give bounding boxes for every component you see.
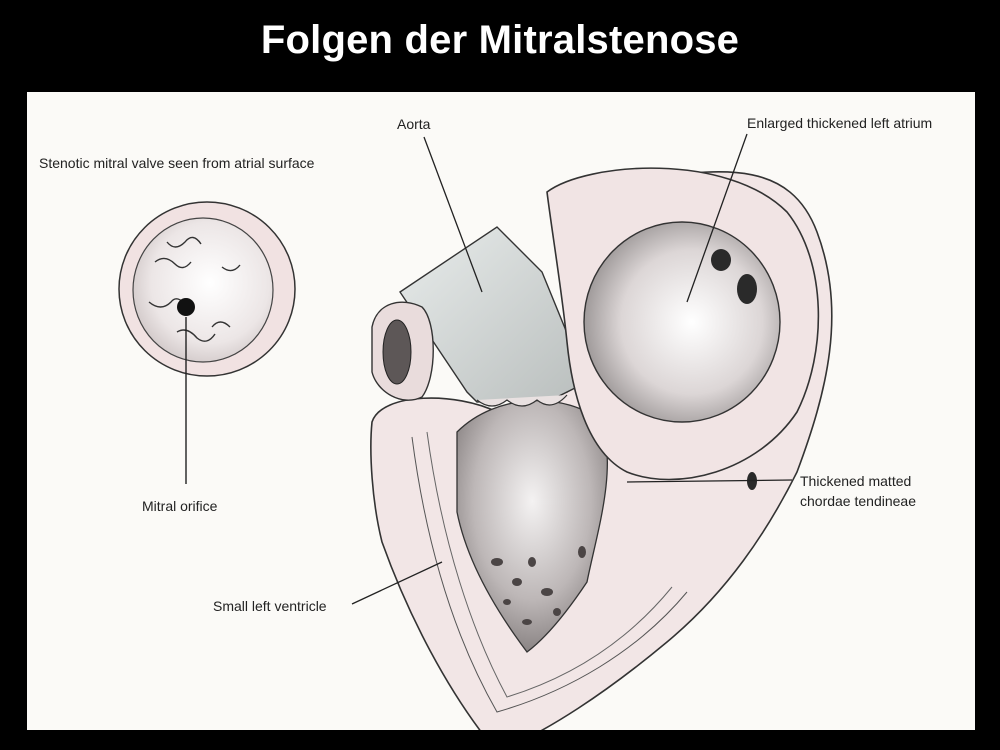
aorta-label: Aorta — [397, 116, 431, 132]
mitral-orifice-mark — [177, 298, 195, 316]
chordae-label-line2: chordae tendineae — [800, 493, 916, 509]
leader-lines — [351, 133, 793, 605]
left-atrium-label: Enlarged thickened left atrium — [747, 115, 932, 131]
left-ventricle-leader — [351, 561, 443, 605]
stenotic-valve-illustration — [118, 201, 296, 484]
left-atrium-leader — [686, 133, 748, 303]
chordae-leader — [626, 479, 793, 483]
mitral-orifice-label: Mitral orifice — [142, 498, 218, 514]
aorta-illustration — [371, 226, 588, 407]
chordae-label-line1: Thickened matted — [800, 473, 911, 489]
heart-illustration: Stenotic mitral valve seen from atrial s… — [27, 92, 975, 730]
slide-title: Folgen der Mitralstenose — [260, 18, 740, 62]
left-atrium-illustration — [546, 167, 820, 490]
left-ventricle-label: Small left ventricle — [213, 598, 327, 614]
aorta-leader — [423, 136, 483, 293]
stenotic-valve-label: Stenotic mitral valve seen from atrial s… — [39, 155, 315, 171]
heart-diagram-svg: Stenotic mitral valve seen from atrial s… — [39, 115, 932, 730]
